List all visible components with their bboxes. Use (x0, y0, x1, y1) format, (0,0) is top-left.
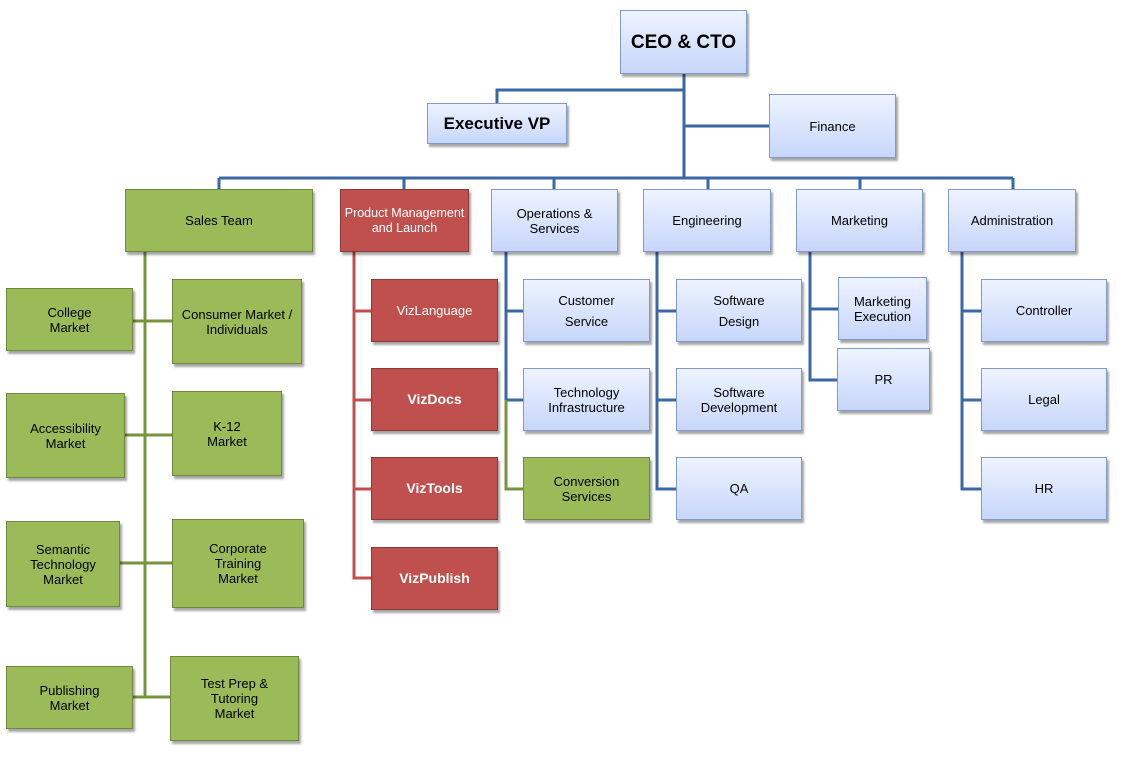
customer-service-box: Customer Service (523, 279, 650, 342)
publishing-market-box: Publishing Market (6, 666, 133, 729)
product-management-box: Product Management and Launch (340, 189, 469, 252)
vizlanguage-box: VizLanguage (371, 279, 498, 342)
software-development-box: Software Development (676, 368, 802, 431)
connector-engineering-stem (655, 252, 676, 491)
connector-operations-conversion (504, 400, 523, 491)
controller-box: Controller (981, 279, 1107, 342)
college-market-box: College Market (6, 288, 133, 351)
marketing-execution-box: Marketing Execution (838, 277, 927, 340)
test-prep-market-box: Test Prep & Tutoring Market (170, 656, 299, 741)
connector-marketing-stem (808, 252, 837, 382)
accessibility-market-box: Accessibility Market (6, 393, 125, 478)
pr-box: PR (837, 348, 930, 411)
ceo-box: CEO & CTO (620, 10, 747, 74)
connector-ceo-executive-vp (495, 88, 684, 103)
administration-box: Administration (948, 189, 1076, 252)
connector-administration-stem (960, 252, 981, 491)
consumer-market-box: Consumer Market / Individuals (172, 279, 302, 364)
connector-product-stem (352, 252, 371, 580)
legal-box: Legal (981, 368, 1107, 431)
vizpublish-box: VizPublish (371, 547, 498, 610)
marketing-box: Marketing (796, 189, 923, 252)
hr-box: HR (981, 457, 1107, 520)
semantic-technology-market-box: Semantic Technology Market (6, 521, 120, 607)
qa-box: QA (676, 457, 802, 520)
engineering-box: Engineering (643, 189, 771, 252)
technology-infrastructure-box: Technology Infrastructure (523, 368, 650, 431)
finance-box: Finance (769, 94, 896, 158)
software-design-box: Software Design (676, 279, 802, 342)
viztools-box: VizTools (371, 457, 498, 520)
vizdocs-box: VizDocs (371, 368, 498, 431)
corporate-training-market-box: Corporate Training Market (172, 519, 304, 608)
k12-market-box: K-12 Market (172, 391, 282, 476)
executive-vp-box: Executive VP (427, 103, 567, 144)
conversion-services-box: Conversion Services (523, 457, 650, 520)
operations-box: Operations & Services (491, 189, 618, 252)
sales-team-box: Sales Team (125, 189, 313, 252)
